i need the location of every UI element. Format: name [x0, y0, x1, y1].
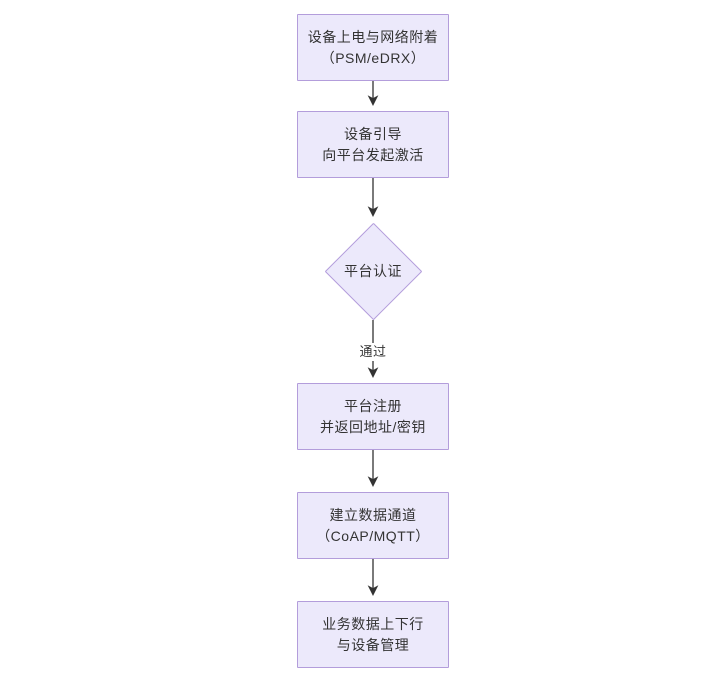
node-label-line: 业务数据上下行: [322, 615, 424, 632]
edge-label-pass: 通过: [357, 343, 389, 361]
node-label-line: （PSM/eDRX）: [320, 49, 426, 66]
node-label-line: 平台注册: [344, 397, 402, 414]
node-label-line: 设备引导: [344, 125, 402, 142]
node-business-data-and-device-mgmt[interactable]: 业务数据上下行 与设备管理: [297, 601, 449, 668]
node-device-power-on[interactable]: 设备上电与网络附着 （PSM/eDRX）: [297, 14, 449, 81]
node-platform-auth-decision[interactable]: [324, 222, 423, 321]
node-label-line: 并返回地址/密钥: [320, 418, 426, 435]
node-platform-register[interactable]: 平台注册 并返回地址/密钥: [297, 383, 449, 450]
node-label-line: 设备上电与网络附着: [307, 28, 439, 45]
node-label-line: 向平台发起激活: [322, 146, 424, 163]
node-label-line: 建立数据通道: [329, 506, 417, 523]
node-label-line: （CoAP/MQTT）: [316, 527, 430, 544]
node-establish-data-channel[interactable]: 建立数据通道 （CoAP/MQTT）: [297, 492, 449, 559]
node-device-bootstrap[interactable]: 设备引导 向平台发起激活: [297, 111, 449, 178]
node-label-line: 与设备管理: [336, 636, 410, 653]
